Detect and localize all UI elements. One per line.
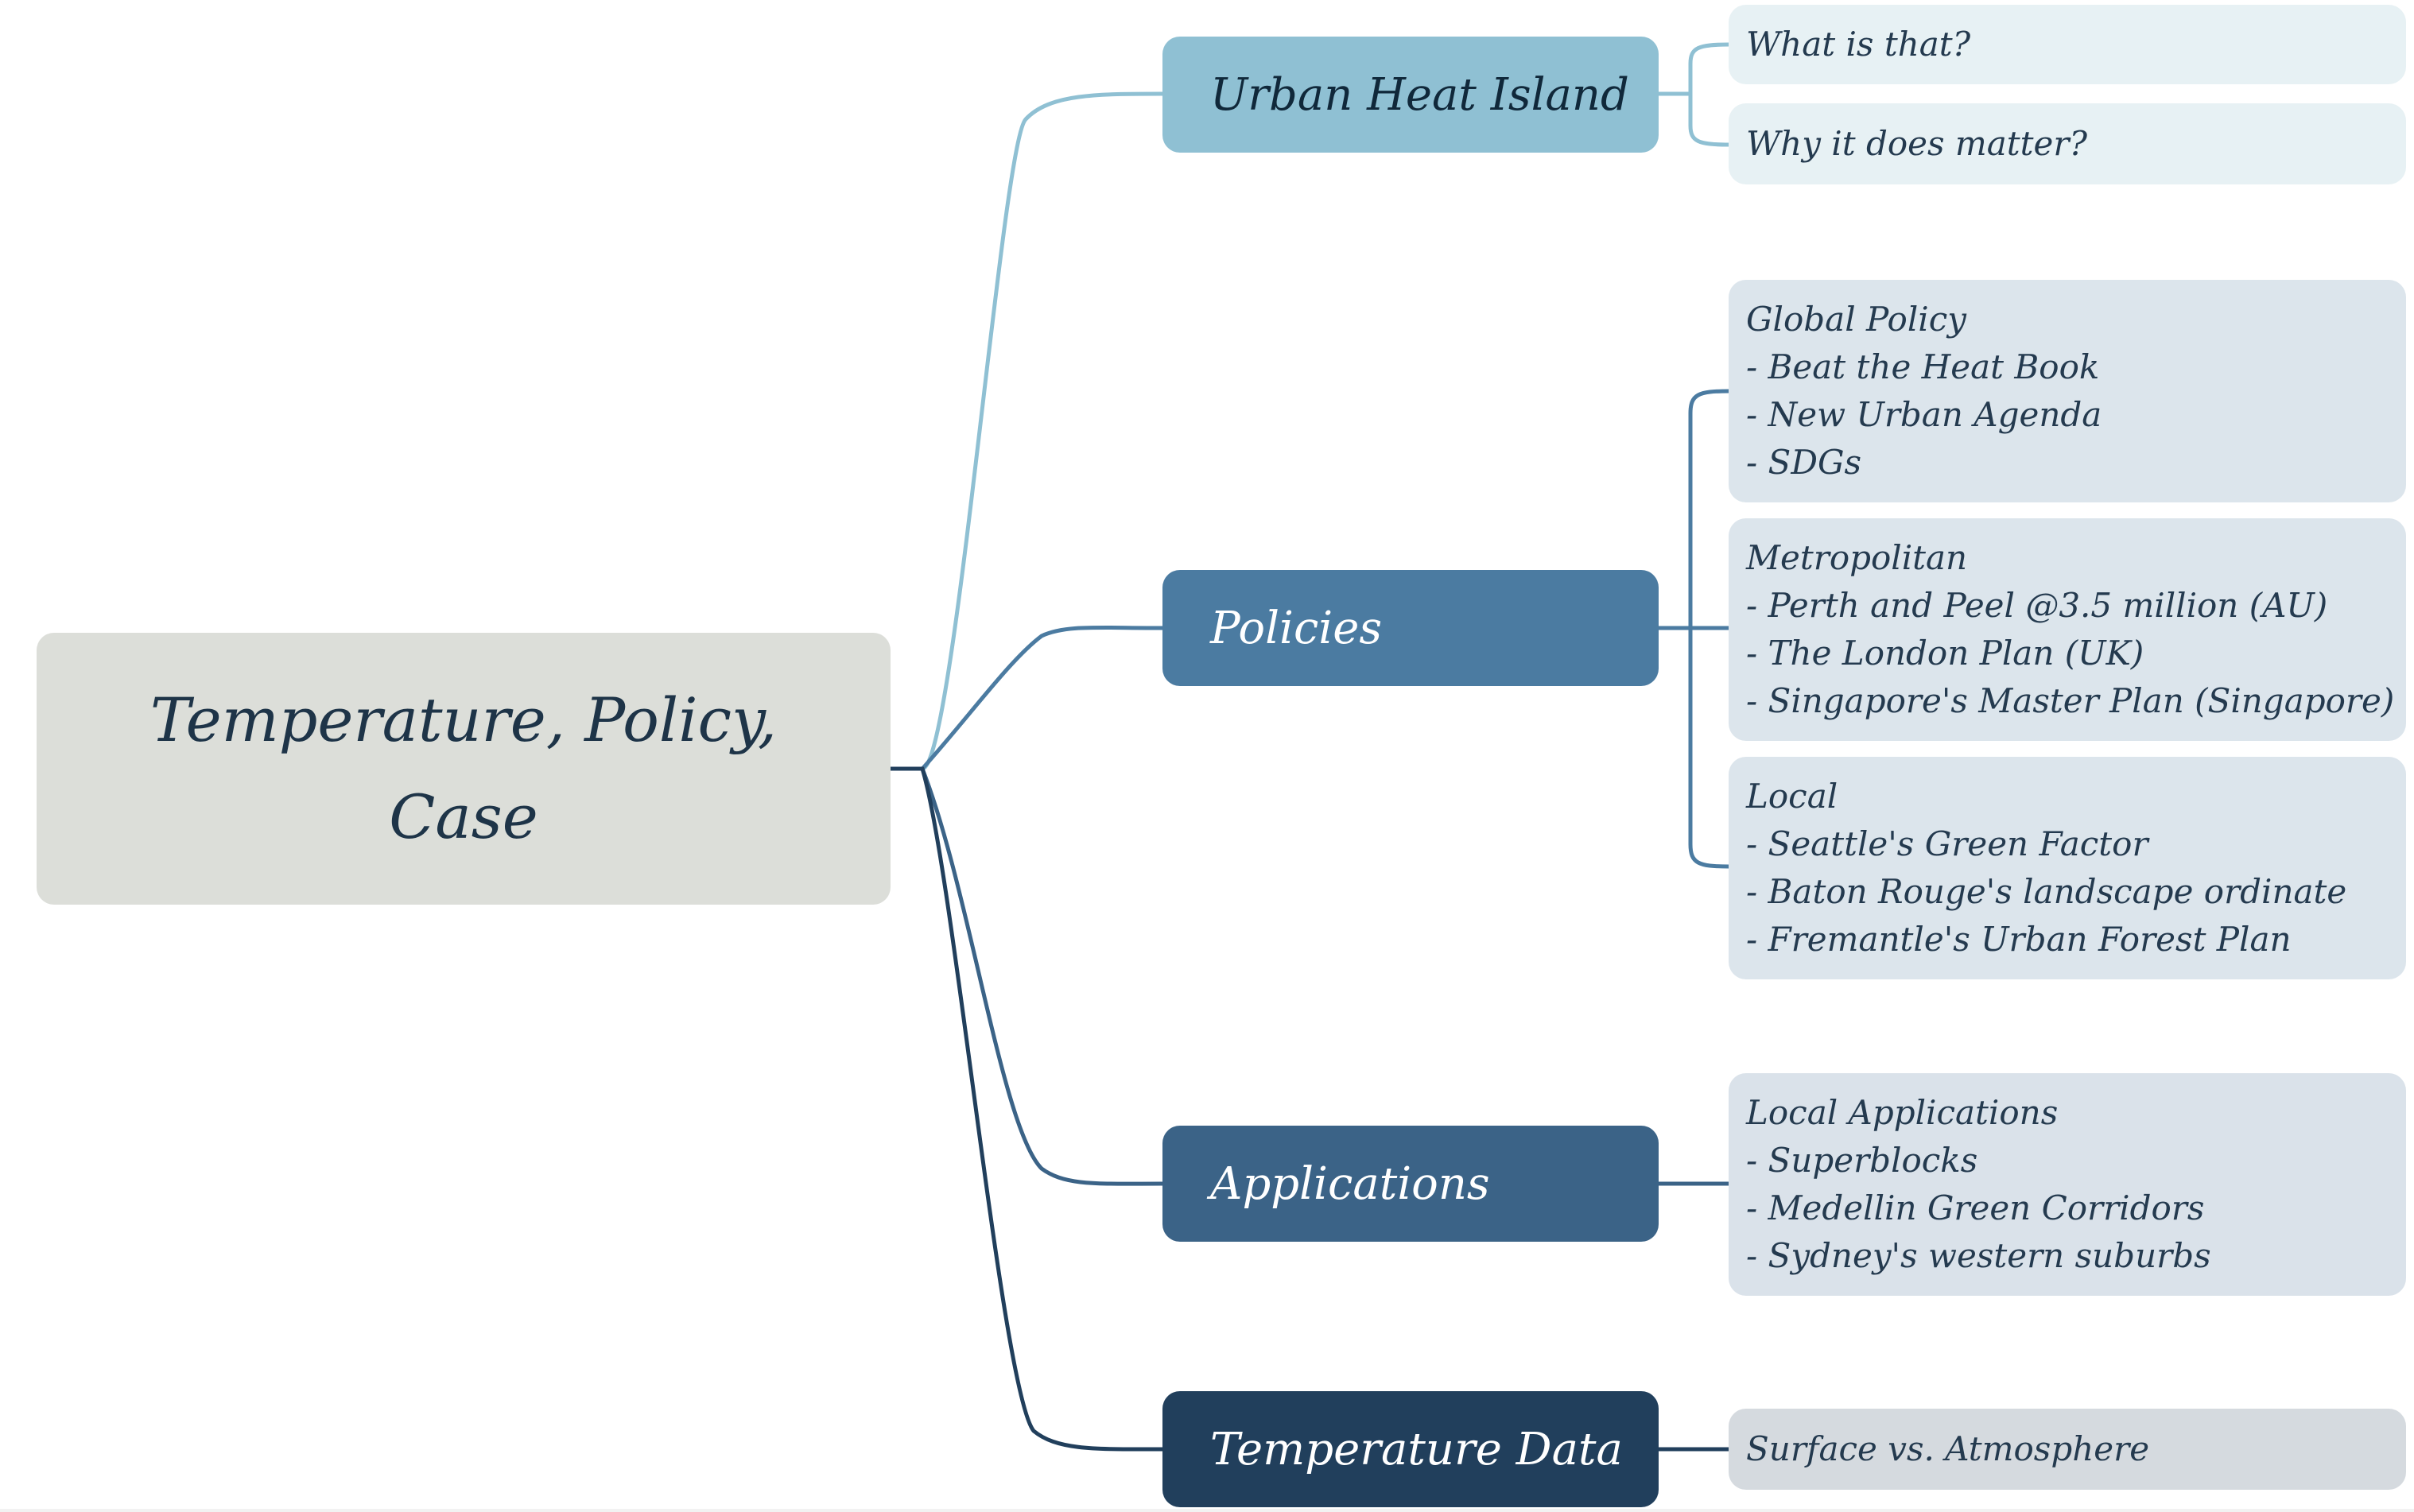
branch-label: Applications bbox=[1210, 1157, 1490, 1210]
leaf-title: Global Policy bbox=[1746, 300, 1966, 339]
leaf-surface-vs-atmosphere[interactable]: Surface vs. Atmosphere bbox=[1729, 1409, 2406, 1490]
leaf-label: Surface vs. Atmosphere bbox=[1746, 1429, 2150, 1468]
leaf-title: Metropolitan bbox=[1746, 538, 1968, 577]
leaf-title: Local Applications bbox=[1746, 1093, 2059, 1132]
connector-root-applications bbox=[891, 766, 1163, 1186]
leaf-why-it-matters[interactable]: Why it does matter? bbox=[1729, 103, 2406, 184]
leaf-item: - New Urban Agenda bbox=[1746, 395, 2102, 434]
root-title: Temperature, Policy, Case bbox=[150, 672, 777, 866]
branch-policies[interactable]: Policies bbox=[1162, 570, 1659, 686]
leaf-item: - SDGs bbox=[1746, 443, 1862, 482]
leaf-local[interactable]: Local - Seattle's Green Factor - Baton R… bbox=[1729, 757, 2406, 979]
leaf-title: Local bbox=[1746, 777, 1838, 816]
branch-label: Temperature Data bbox=[1210, 1423, 1623, 1475]
branch-temperature-data[interactable]: Temperature Data bbox=[1162, 1391, 1659, 1507]
root-title-line1: Temperature, Policy, bbox=[149, 684, 778, 755]
leaf-item: - Medellin Green Corridors bbox=[1746, 1188, 2205, 1227]
branch-label: Policies bbox=[1210, 602, 1383, 654]
leaf-item: - Beat the Heat Book bbox=[1746, 347, 2100, 386]
leaf-global-policy[interactable]: Global Policy - Beat the Heat Book - New… bbox=[1729, 280, 2406, 502]
root-title-line2: Case bbox=[389, 781, 538, 852]
leaf-item: - Perth and Peel @3.5 million (AU) bbox=[1746, 586, 2328, 625]
leaf-label: What is that? bbox=[1746, 25, 1971, 64]
connector-root-temperature-data bbox=[891, 766, 1163, 1452]
connector-root-policies bbox=[891, 625, 1163, 771]
leaf-item: - Baton Rouge's landscape ordinate bbox=[1746, 872, 2347, 911]
leaf-item: - Superblocks bbox=[1746, 1141, 1978, 1180]
leaf-item: - Seattle's Green Factor bbox=[1746, 824, 2148, 863]
leaf-local-applications[interactable]: Local Applications - Superblocks - Medel… bbox=[1729, 1073, 2406, 1296]
leaf-what-is-that[interactable]: What is that? bbox=[1729, 5, 2406, 84]
leaf-item: - Singapore's Master Plan (Singapore) bbox=[1746, 681, 2395, 720]
leaf-metropolitan[interactable]: Metropolitan - Perth and Peel @3.5 milli… bbox=[1729, 518, 2406, 741]
branch-urban-heat-island[interactable]: Urban Heat Island bbox=[1162, 37, 1659, 153]
leaf-label: Why it does matter? bbox=[1746, 124, 2087, 163]
connector-root-urban-heat-island bbox=[891, 91, 1163, 771]
root-node[interactable]: Temperature, Policy, Case bbox=[37, 633, 891, 905]
connector-policies-leaves bbox=[1659, 389, 1729, 869]
connector-uhi-leaves bbox=[1659, 42, 1729, 147]
leaf-item: - Sydney's western suburbs bbox=[1746, 1236, 2211, 1275]
bottom-divider bbox=[0, 1509, 2414, 1512]
leaf-item: - The London Plan (UK) bbox=[1746, 634, 2144, 673]
leaf-item: - Fremantle's Urban Forest Plan bbox=[1746, 920, 2292, 959]
branch-applications[interactable]: Applications bbox=[1162, 1126, 1659, 1242]
branch-label: Urban Heat Island bbox=[1210, 68, 1629, 121]
